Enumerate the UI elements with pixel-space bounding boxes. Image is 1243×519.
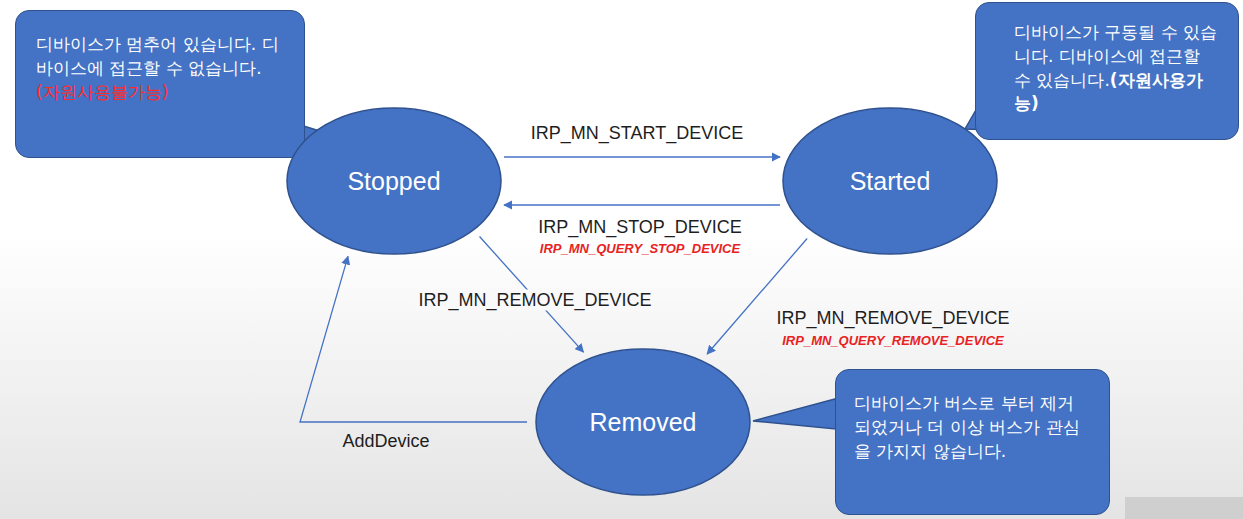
edge-label: IRP_MN_REMOVE_DEVICE	[773, 308, 1012, 329]
state-name: Removed	[590, 408, 697, 437]
edge-label: IRP_MN_START_DEVICE	[528, 123, 746, 144]
edge-label: AddDevice	[339, 431, 432, 452]
query-irp-label: IRP_MN_QUERY_REMOVE_DEVICE	[779, 333, 1007, 348]
edge-label: IRP_MN_REMOVE_DEVICE	[415, 290, 654, 311]
transition-arrow	[504, 204, 780, 205]
callout-box: 디바이스가 구동될 수 있습니다. 디바이스에 접근할 수 있습니다.(자원사용…	[975, 2, 1239, 140]
callout-tail	[753, 396, 846, 430]
callout-box: 디바이스가 멈추어 있습니다. 디바이스에 접근할 수 없습니다.(자원사용불가…	[15, 10, 305, 158]
callout-text: (자원사용불가능)	[36, 81, 280, 105]
state-circle: Stopped	[287, 108, 501, 254]
callout-box: 디바이스가 버스로 부터 제거되었거나 더 이상 버스가 관심을 가지지 않습니…	[835, 369, 1110, 515]
webcam-thumbnail	[1125, 497, 1243, 519]
ellipse-shape	[783, 108, 997, 254]
state-circle: Removed	[536, 349, 750, 495]
transition-arrow	[504, 156, 780, 157]
transition-arrow	[300, 256, 527, 422]
callout-text: 디바이스가 버스로 부터 제거되었거나 더 이상 버스가 관심을 가지지 않습니…	[854, 392, 1091, 463]
callout-text: 디바이스가 멈추어 있습니다. 디바이스에 접근할 수 없습니다.	[36, 33, 280, 81]
state-name: Started	[850, 167, 931, 196]
state-name: Stopped	[347, 167, 440, 196]
query-irp-label: IRP_MN_QUERY_STOP_DEVICE	[537, 241, 743, 256]
ellipse-shape	[536, 349, 750, 495]
edge-label: IRP_MN_STOP_DEVICE	[535, 217, 745, 238]
ellipse-shape	[287, 108, 501, 254]
state-circle: Started	[783, 108, 997, 254]
